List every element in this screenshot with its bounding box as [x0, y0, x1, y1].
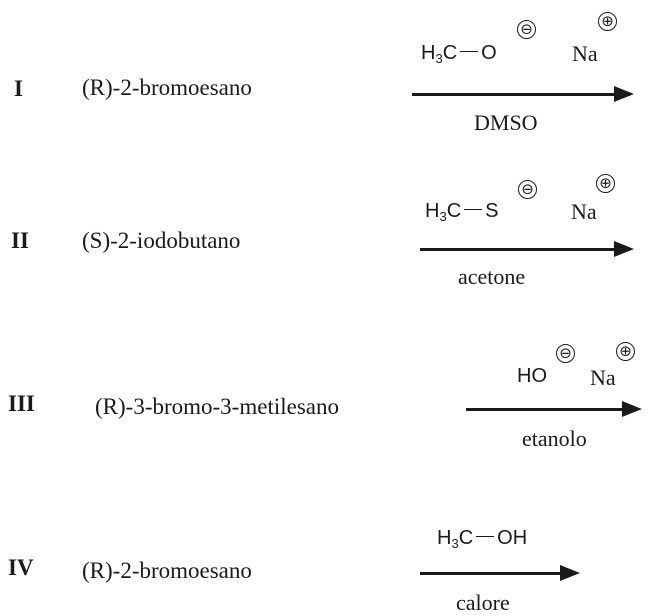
negative-charge-icon: ⊖ [518, 180, 537, 199]
single-bond [464, 209, 483, 211]
cation-label: Na [590, 365, 616, 390]
positive-charge-icon: ⊕ [598, 12, 617, 31]
negative-charge-icon: ⊖ [517, 20, 536, 39]
reaction-numeral: IV [8, 555, 34, 580]
reaction-numeral: III [8, 391, 35, 416]
substrate-name: (R)-2-bromoesano [82, 558, 252, 583]
cation-label: Na [571, 199, 597, 224]
reaction-numeral: II [11, 228, 29, 253]
positive-charge-icon: ⊕ [616, 342, 635, 361]
positive-charge-icon: ⊕ [596, 174, 615, 193]
solvent-label: etanolo [522, 426, 587, 451]
single-bond [460, 51, 479, 53]
reaction-arrow [466, 401, 642, 417]
solvent-label: DMSO [474, 110, 538, 135]
reaction-arrow [420, 565, 580, 581]
solvent-label: calore [456, 590, 510, 615]
substrate-name: (R)-3-bromo-3-metilesano [95, 394, 339, 419]
reagent-formula: HO [517, 365, 547, 387]
substrate-name: (S)-2-iodobutano [82, 228, 241, 253]
reaction-arrow [412, 86, 634, 102]
cation-label: Na [572, 41, 598, 66]
reaction-numeral: I [14, 76, 23, 101]
negative-charge-icon: ⊖ [556, 344, 575, 363]
solvent-label: acetone [458, 264, 526, 289]
substrate-name: (R)-2-bromoesano [82, 75, 252, 100]
single-bond [476, 536, 495, 538]
reaction-arrow [420, 241, 634, 257]
